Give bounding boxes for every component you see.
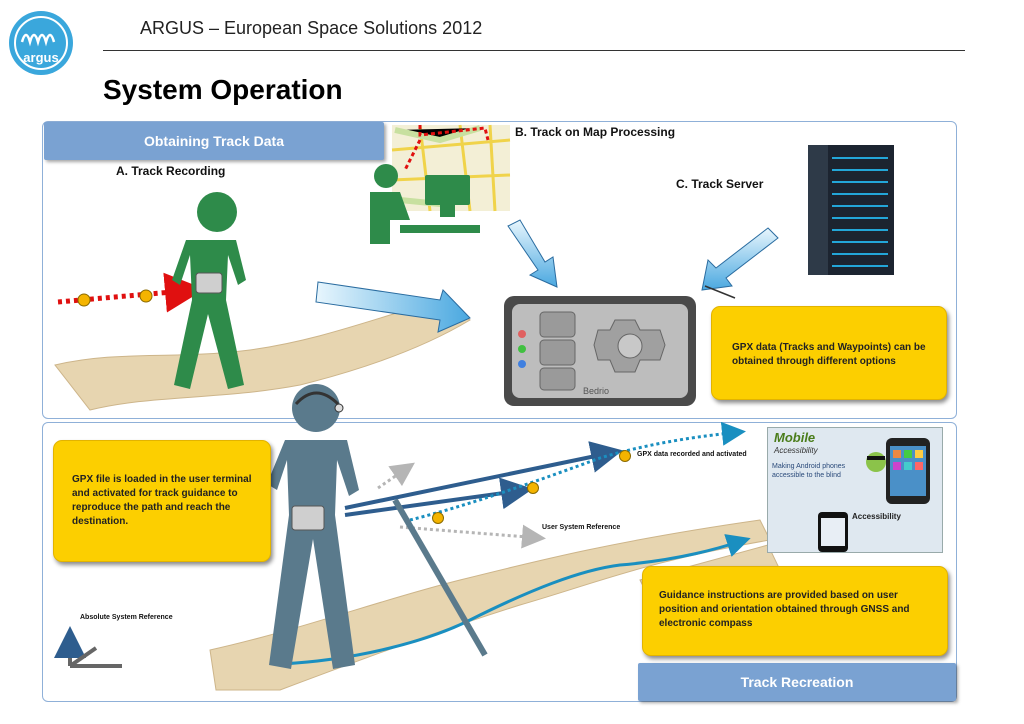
label-absolute-system-reference: Absolute System Reference — [80, 614, 173, 621]
server-arrow-shadow — [704, 285, 736, 299]
waypoint-marker — [77, 293, 91, 307]
waypoint-marker — [619, 450, 631, 462]
user-terminal-device: Bedrio — [504, 296, 696, 406]
argus-logo: argus — [9, 11, 73, 75]
waypoint-marker — [527, 482, 539, 494]
waypoint-marker — [139, 289, 153, 303]
user-reference-arrow — [377, 462, 415, 490]
callout-guidance: Guidance instructions are provided based… — [642, 566, 948, 656]
arrow-server-to-device — [701, 227, 779, 291]
device-on-user — [291, 505, 325, 531]
ad-ios-label: Accessibility — [852, 512, 901, 521]
guidance-route — [279, 534, 751, 666]
gpx-dotted-track — [409, 421, 746, 522]
label-gpx-recorded: GPX data recorded and activated — [637, 451, 747, 458]
callout-gpx-loaded: GPX file is loaded in the user terminal … — [53, 440, 271, 562]
logo-text: argus — [23, 50, 58, 65]
ad-text: Making Android phones accessible to the … — [772, 463, 846, 479]
device-brand-text: Bedrio — [583, 386, 609, 396]
mobile-accessibility-image: Mobile Accessibility Making Android phon… — [767, 427, 943, 553]
iphone-icon — [818, 512, 848, 552]
green-walker-figure — [172, 192, 246, 389]
device-on-walker — [195, 272, 223, 294]
page-title: System Operation — [103, 74, 343, 105]
ad-brand: Mobile — [774, 430, 816, 445]
arrow-map-to-device — [507, 219, 558, 288]
recorded-track-line — [57, 272, 205, 313]
heading-arrow — [344, 477, 533, 517]
absolute-axes — [54, 626, 122, 668]
top-sand-path — [54, 299, 471, 411]
header-divider — [103, 50, 965, 51]
label-user-system-reference: User System Reference — [542, 524, 621, 531]
android-phone-icon — [866, 438, 930, 504]
user-reference-arrow — [399, 524, 546, 549]
headset — [294, 391, 340, 406]
tab-obtaining-track-data: Obtaining Track Data — [44, 122, 384, 160]
white-cane — [392, 498, 488, 657]
server-rack-image — [808, 145, 894, 275]
arrow-track-to-device — [315, 281, 471, 333]
headset-earpiece — [334, 403, 344, 413]
heading-arrow — [344, 441, 623, 510]
label-track-on-map: B. Track on Map Processing — [515, 125, 676, 139]
label-track-recording: A. Track Recording — [116, 164, 226, 178]
header-title: ARGUS – European Space Solutions 2012 — [140, 18, 483, 38]
waypoint-marker — [432, 512, 444, 524]
ad-subtitle: Accessibility — [774, 446, 818, 455]
computer-user-icon — [370, 164, 480, 244]
callout-gpx-data: GPX data (Tracks and Waypoints) can be o… — [711, 306, 947, 400]
label-track-server: C. Track Server — [676, 177, 764, 191]
tab-track-recreation: Track Recreation — [638, 663, 956, 701]
